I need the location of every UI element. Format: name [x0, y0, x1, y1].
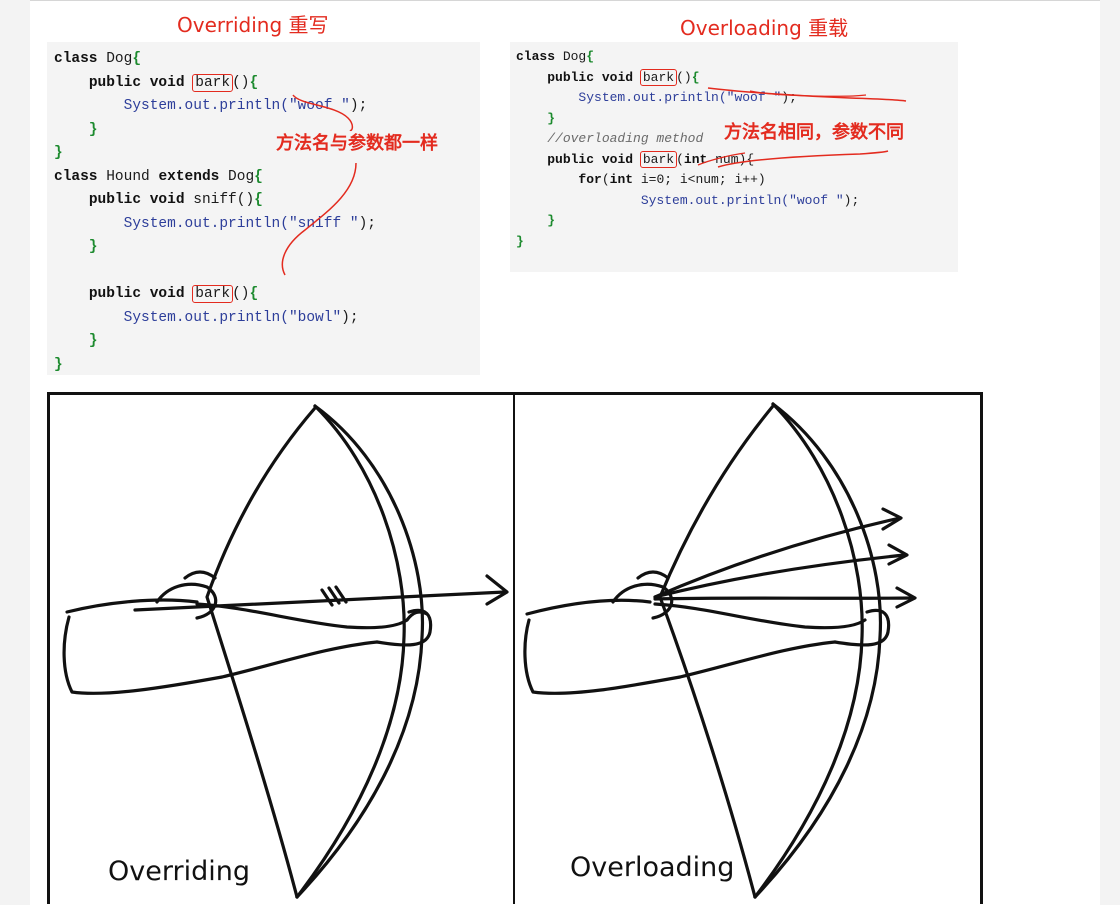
overriding-bow-drawing	[62, 404, 509, 899]
overloading-code-panel	[510, 42, 958, 272]
top-border	[0, 0, 1120, 1]
code-line: System.out.println("bowl");	[123, 309, 359, 326]
bark-method-highlight: bark	[192, 73, 234, 92]
code-line: System.out.println("woof ");	[640, 192, 860, 208]
code-line: System.out.println("woof ");	[123, 98, 368, 114]
code-line: System.out.println("sniff ");	[123, 215, 376, 232]
code-line: public void bark(){	[88, 73, 259, 92]
overloading-title: Overloading 重载	[680, 16, 849, 40]
code-line: //overloading method	[547, 131, 704, 146]
overriding-code-panel	[47, 42, 480, 375]
code-line: class Dog{	[54, 51, 142, 67]
code-line: }	[516, 233, 524, 249]
code-line: }	[54, 145, 63, 161]
overloading-bow-label: Overloading	[570, 852, 735, 883]
overriding-bow-label: Overriding	[108, 856, 250, 887]
code-line: class Dog{	[516, 49, 595, 64]
code-line: public void bark(){	[547, 68, 700, 86]
code-line: }	[54, 356, 63, 373]
code-line: }	[547, 213, 556, 228]
bark-method-highlight: bark	[639, 150, 678, 168]
code-line: public void sniff(){	[88, 192, 263, 208]
overloading-note: 方法名相同，参数不同	[724, 122, 904, 143]
code-line: public void bark(int num){	[547, 150, 755, 168]
bark-method-highlight: bark	[192, 285, 234, 303]
overloading-code: class Dog{ public void bark(){ System.ou…	[516, 47, 859, 252]
right-gutter	[1100, 0, 1120, 905]
overriding-code: class Dog{ public void bark(){ System.ou…	[54, 48, 376, 377]
bow-illustration-divider	[513, 392, 515, 904]
code-line: for(int i=0; i<num; i++)	[578, 172, 766, 187]
overriding-note: 方法名与参数都一样	[276, 133, 438, 154]
overloading-bow-drawing	[523, 402, 917, 899]
overriding-title: Overriding 重写	[177, 13, 329, 37]
code-line: class Hound extends Dog{	[54, 168, 263, 185]
bark-method-highlight: bark	[639, 68, 678, 86]
code-line: }	[88, 121, 98, 138]
code-line: }	[88, 333, 98, 349]
left-gutter	[0, 0, 30, 905]
code-line: public void bark(){	[88, 285, 259, 303]
code-line: }	[88, 239, 98, 255]
code-line: }	[547, 110, 556, 126]
code-line: System.out.println("woof ");	[578, 90, 797, 105]
